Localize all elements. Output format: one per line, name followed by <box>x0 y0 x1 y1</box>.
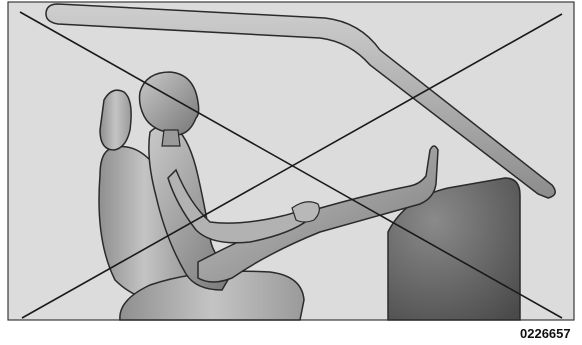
headrest <box>100 90 131 150</box>
occupant-hands <box>292 202 319 222</box>
occupant-neck <box>162 130 180 146</box>
figure-reference-code: 0226657 <box>520 326 582 341</box>
